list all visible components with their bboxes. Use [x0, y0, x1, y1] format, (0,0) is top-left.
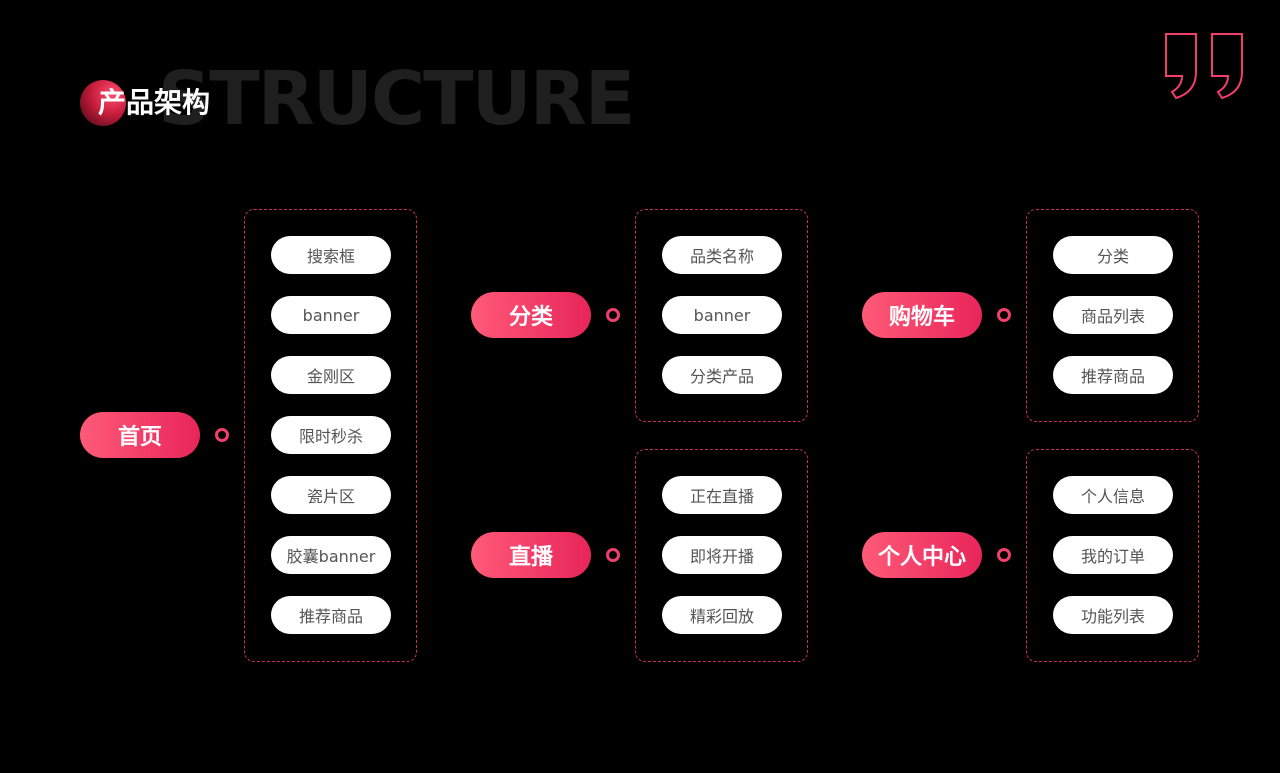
page-title: 产品架构 — [98, 86, 211, 119]
item-replay[interactable]: 精彩回放 — [662, 596, 782, 634]
title-accent-dot — [80, 80, 126, 126]
item-recommended-products[interactable]: 推荐商品 — [1053, 356, 1173, 394]
item-category-products[interactable]: 分类产品 — [662, 356, 782, 394]
item-search-box[interactable]: 搜索框 — [271, 236, 391, 274]
item-live-now[interactable]: 正在直播 — [662, 476, 782, 514]
item-king-kong-area[interactable]: 金刚区 — [271, 356, 391, 394]
item-capsule-banner[interactable]: 胶囊banner — [271, 536, 391, 574]
connector-ring — [997, 308, 1011, 322]
item-flash-sale[interactable]: 限时秒杀 — [271, 416, 391, 454]
item-banner[interactable]: banner — [271, 296, 391, 334]
connector-ring — [997, 548, 1011, 562]
item-feature-list[interactable]: 功能列表 — [1053, 596, 1173, 634]
item-banner[interactable]: banner — [662, 296, 782, 334]
item-category[interactable]: 分类 — [1053, 236, 1173, 274]
item-upcoming[interactable]: 即将开播 — [662, 536, 782, 574]
node-category[interactable]: 分类 — [471, 292, 591, 338]
group-box-category — [635, 209, 808, 422]
group-box-profile — [1026, 449, 1199, 662]
group-box-live — [635, 449, 808, 662]
node-profile-center[interactable]: 个人中心 — [862, 532, 982, 578]
node-live[interactable]: 直播 — [471, 532, 591, 578]
item-product-list[interactable]: 商品列表 — [1053, 296, 1173, 334]
item-category-name[interactable]: 品类名称 — [662, 236, 782, 274]
node-home[interactable]: 首页 — [80, 412, 200, 458]
item-recommended-products[interactable]: 推荐商品 — [271, 596, 391, 634]
node-cart[interactable]: 购物车 — [862, 292, 982, 338]
item-tile-area[interactable]: 瓷片区 — [271, 476, 391, 514]
background-watermark-text: STRUCTURE — [158, 56, 635, 142]
connector-ring — [215, 428, 229, 442]
closing-quote-icon — [1160, 30, 1252, 106]
item-personal-info[interactable]: 个人信息 — [1053, 476, 1173, 514]
connector-ring — [606, 548, 620, 562]
group-box-cart — [1026, 209, 1199, 422]
connector-ring — [606, 308, 620, 322]
group-box-home — [244, 209, 417, 662]
item-my-orders[interactable]: 我的订单 — [1053, 536, 1173, 574]
